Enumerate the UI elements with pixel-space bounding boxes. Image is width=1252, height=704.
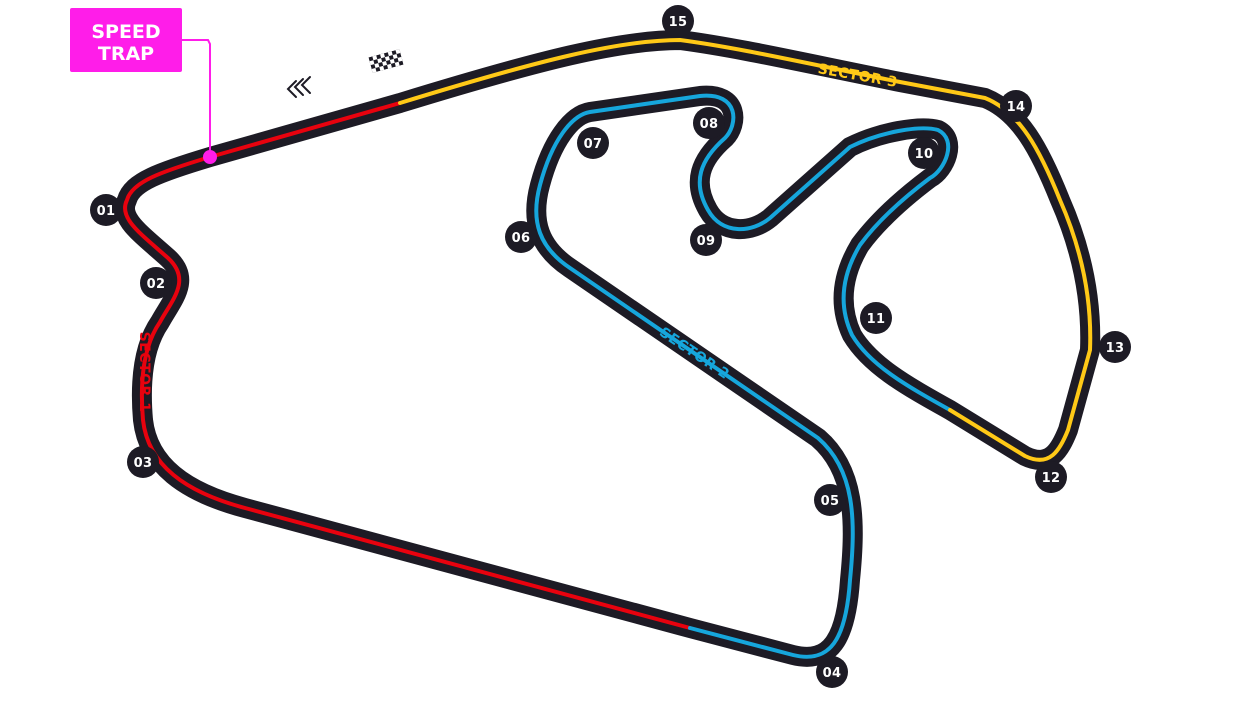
turn-badges: 01 02 03 04 05 06 07 08 09 10 11 12 13 1… (90, 5, 1131, 688)
svg-text:08: 08 (700, 117, 719, 132)
sector-2-line (534, 93, 952, 659)
direction-chevrons-icon (286, 76, 311, 98)
svg-text:06: 06 (512, 231, 531, 246)
turn-badge: 10 (908, 137, 940, 169)
svg-text:14: 14 (1007, 100, 1026, 115)
svg-text:07: 07 (584, 137, 603, 152)
sector-3-line (398, 38, 1093, 462)
svg-text:13: 13 (1106, 341, 1125, 356)
svg-text:12: 12 (1042, 471, 1061, 486)
svg-text:09: 09 (697, 234, 716, 249)
turn-badge: 06 (505, 221, 537, 253)
svg-text:03: 03 (134, 456, 153, 471)
speed-trap-box (70, 8, 182, 72)
turn-badge: 08 (693, 107, 725, 139)
speed-trap-label-line2: TRAP (98, 43, 154, 65)
speed-trap-marker: SPEED TRAP (70, 8, 217, 164)
turn-badge: 01 (90, 194, 122, 226)
speed-trap-label-line1: SPEED (91, 21, 160, 43)
svg-text:11: 11 (867, 312, 886, 327)
turn-badge: 04 (816, 656, 848, 688)
turn-badge: 12 (1035, 461, 1067, 493)
svg-text:02: 02 (147, 277, 166, 292)
turn-badge: 11 (860, 302, 892, 334)
svg-text:01: 01 (97, 204, 116, 219)
checkered-flag-icon (368, 49, 404, 73)
svg-text:10: 10 (915, 147, 934, 162)
turn-badge: 09 (690, 224, 722, 256)
sector-1-label: SECTOR 1 (136, 332, 152, 413)
turn-badge: 05 (814, 484, 846, 516)
turn-badge: 03 (127, 446, 159, 478)
svg-text:05: 05 (821, 494, 840, 509)
turn-badge: 15 (662, 5, 694, 37)
sector-2-label: SECTOR 2 (656, 324, 732, 382)
track-outline (115, 30, 1101, 667)
svg-text:04: 04 (823, 666, 842, 681)
turn-badge: 02 (140, 267, 172, 299)
turn-badge: 07 (577, 127, 609, 159)
svg-text:15: 15 (669, 15, 688, 30)
turn-badge: 14 (1000, 90, 1032, 122)
turn-badge: 13 (1099, 331, 1131, 363)
